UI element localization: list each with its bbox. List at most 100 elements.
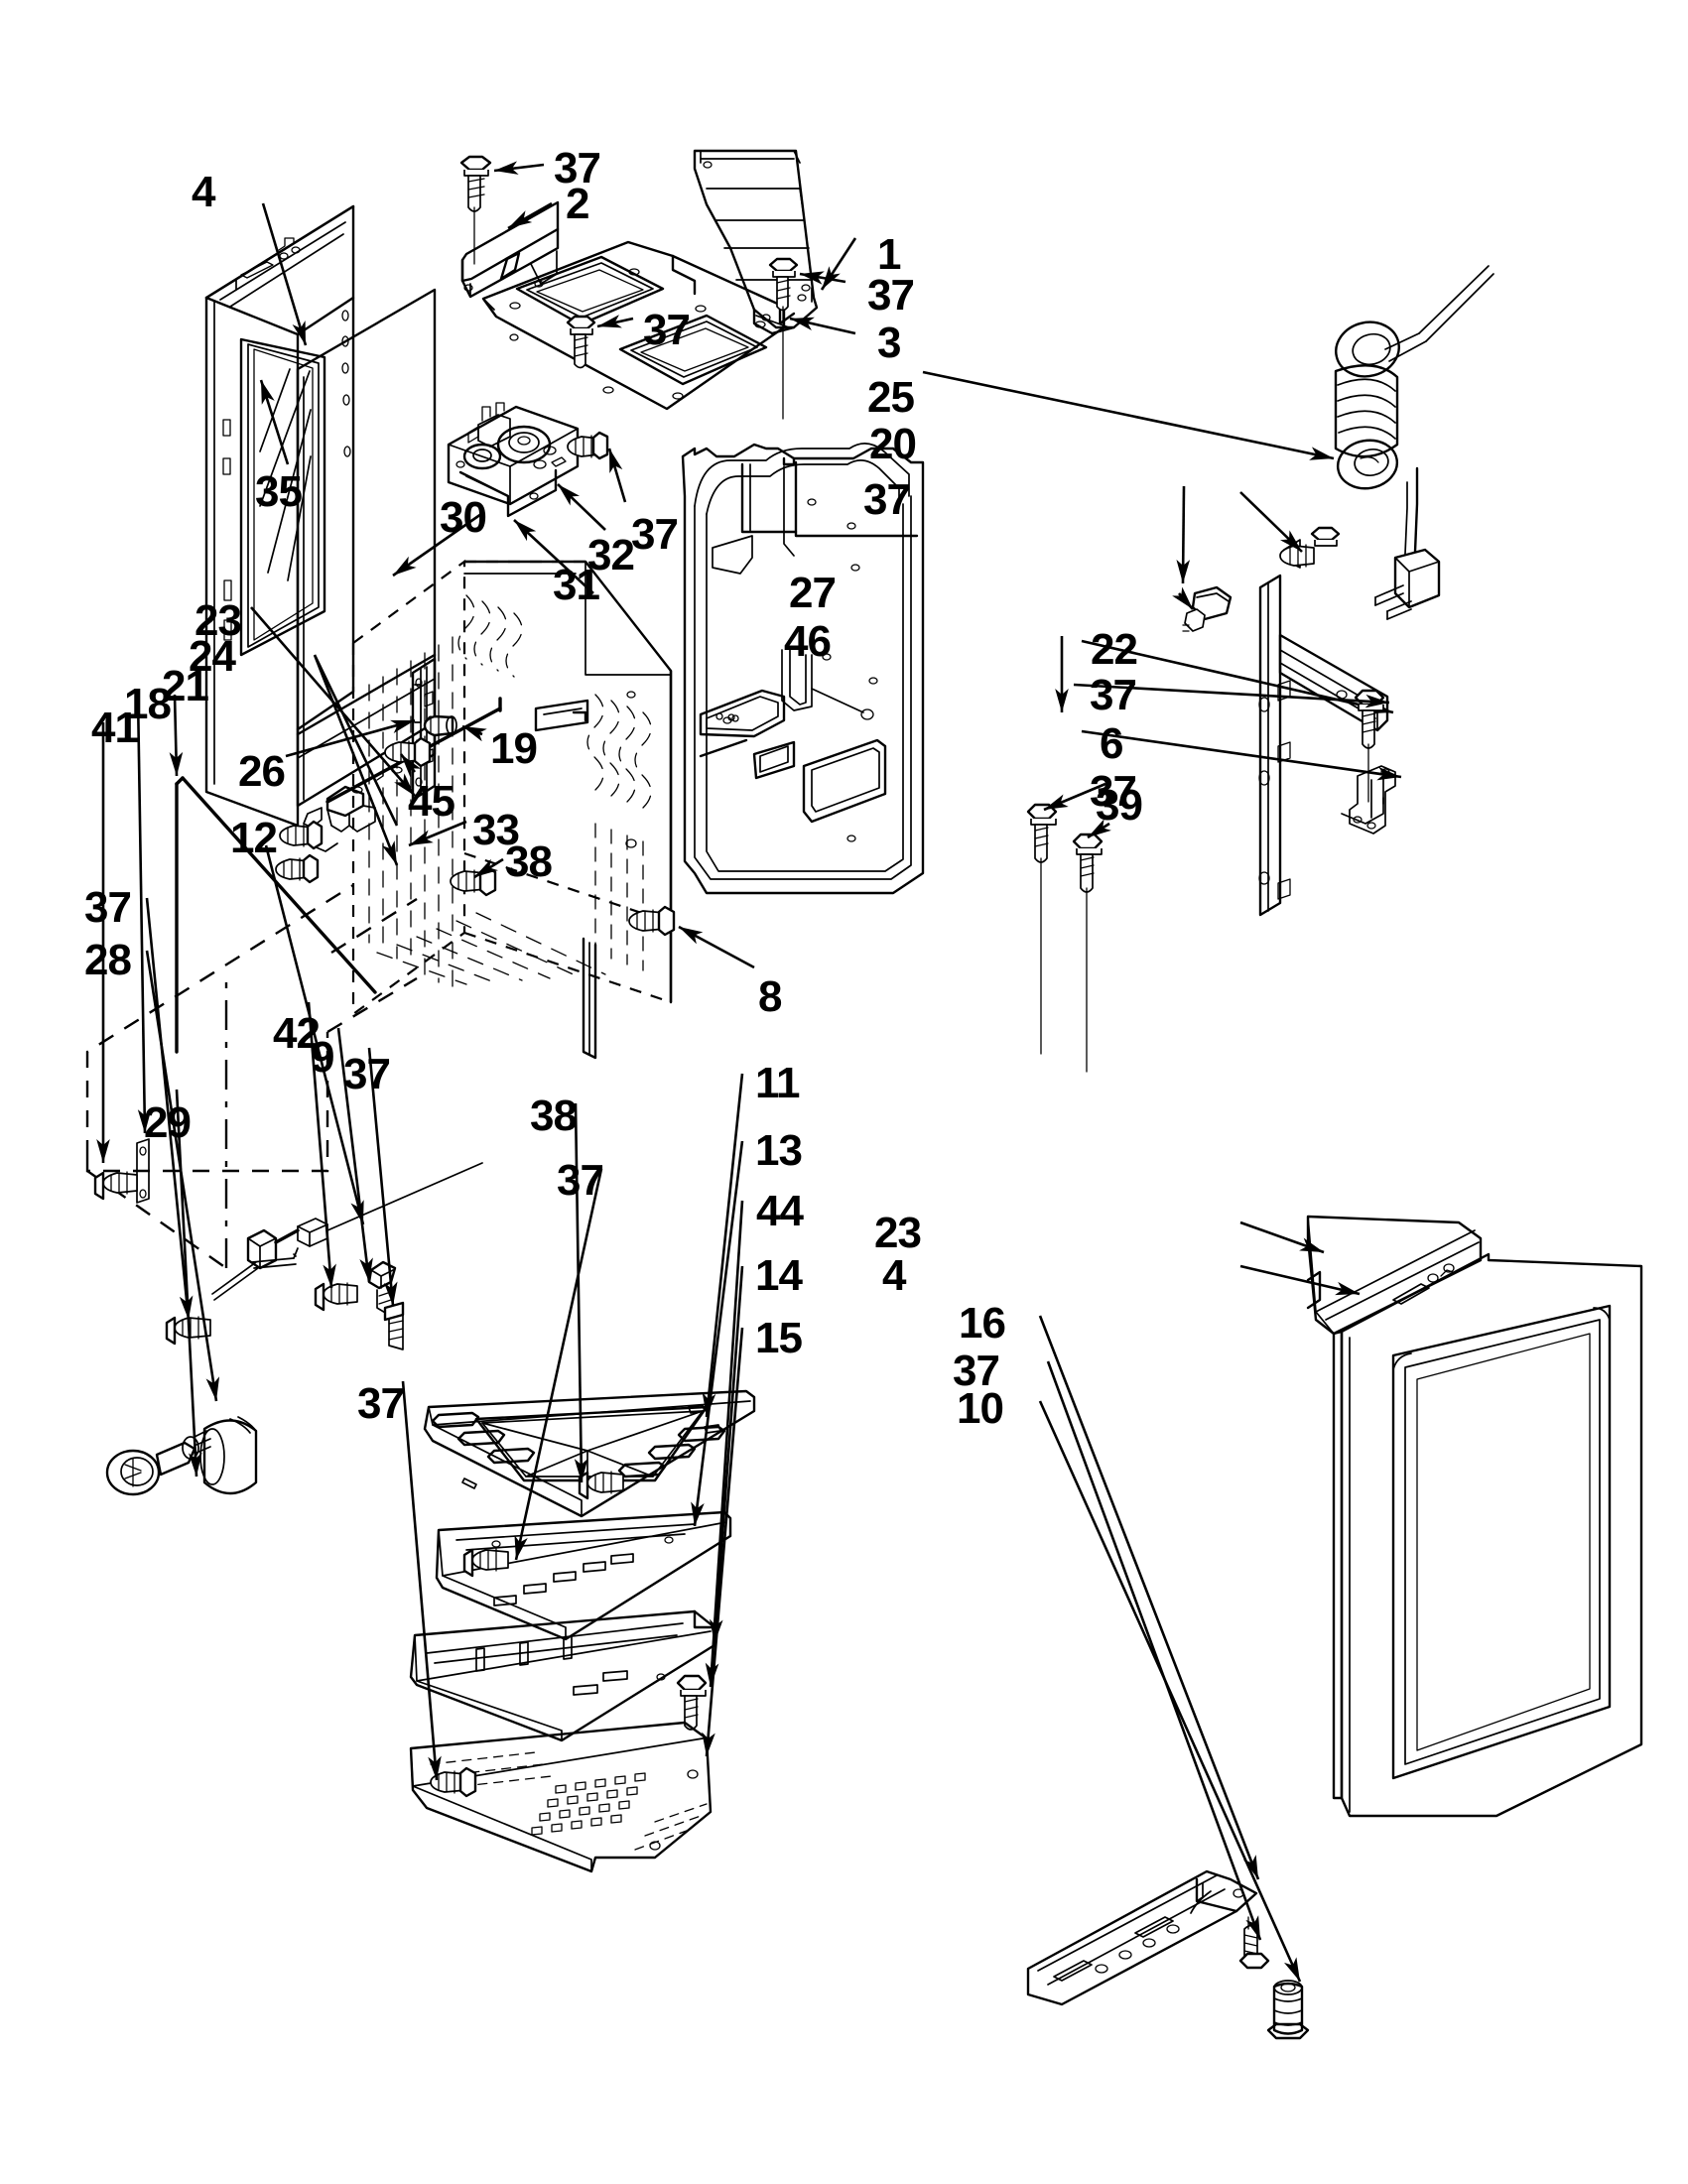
leader-33: [408, 820, 467, 847]
leader-20: [1176, 485, 1191, 584]
chassis-right-upright: [1258, 574, 1291, 917]
callout-ground-strap: 18: [124, 680, 172, 728]
leader-16: [1038, 1315, 1260, 1880]
spacer-bushing-19: [423, 714, 457, 737]
power-cord-25: [1334, 265, 1494, 620]
thermostat-sensor-12: [211, 1162, 483, 1301]
broiler-pan-frame-11: [423, 1389, 756, 1518]
chassis-phantom-outline: [85, 883, 418, 1269]
rear-panel-20: [681, 443, 925, 895]
door-lock-motor-32: [447, 402, 580, 518]
strain-relief-27: [1182, 585, 1233, 632]
callout-screw: 37: [343, 1050, 391, 1098]
leader-1: [820, 237, 857, 291]
callout-base-pan: 15: [755, 1314, 803, 1362]
leader-25: [922, 370, 1335, 460]
bracket-2: [460, 200, 560, 299]
callout-screw: 38: [530, 1092, 578, 1140]
callout-screw: 37: [1090, 767, 1137, 816]
leader-38b: [574, 1102, 588, 1483]
callout-leveling-leg: 29: [144, 1098, 192, 1147]
leader-10: [1038, 1400, 1302, 1983]
callout-screw: 37: [84, 883, 132, 932]
screw-39-lower-right: [1072, 833, 1104, 1073]
callout-screw: 37: [953, 1347, 1000, 1395]
screw-37-top: [459, 155, 492, 265]
leader-19: [461, 724, 487, 742]
callout-thermostat-sensor: 12: [230, 814, 278, 862]
screw-37-hinge: [1354, 689, 1385, 803]
leader-15: [702, 1327, 744, 1757]
leader-37i: [367, 1047, 398, 1307]
callout-anti-tip-bracket: 16: [959, 1299, 1006, 1348]
leader-39: [1087, 819, 1111, 839]
leader-26: [285, 718, 416, 758]
leader-4b: [1239, 1264, 1361, 1296]
callout-bracket: 2: [566, 180, 590, 228]
leader-37e: [607, 448, 627, 503]
leader-2: [507, 201, 553, 230]
screw-24-b: [275, 853, 320, 884]
callout-side-trim-rail: 22: [1091, 625, 1138, 674]
chassis-right-side-panel: [1159, 1064, 1280, 1151]
drawer-bottom-panel-14: [409, 1609, 716, 1742]
callout-door-latch-bracket: 31: [553, 561, 600, 609]
screw-37-base: [430, 1766, 477, 1798]
leader-11: [702, 1073, 744, 1418]
leader-21: [169, 694, 184, 777]
callout-broiler-pan-frame: 11: [755, 1059, 801, 1107]
callout-spacer-bushing: 19: [490, 724, 538, 773]
screw-41: [93, 1171, 138, 1201]
leader-8: [678, 925, 755, 969]
screw-37-cooktop: [566, 315, 596, 369]
callout-oven-cavity-insulation: 33: [472, 806, 520, 854]
screw-37-motor: [567, 431, 609, 460]
callout-door-lock-motor-assembly: 32: [587, 531, 635, 579]
oven-door-assembly-right: [1306, 1215, 1643, 1818]
door-seal-wire-21: [175, 776, 377, 1054]
callout-screw: 37: [867, 271, 915, 320]
leader-37k: [1046, 1360, 1262, 1941]
leader-38: [473, 857, 504, 879]
screw-8: [628, 905, 676, 937]
callout-screw: 45: [408, 777, 455, 826]
leader-37c: [596, 315, 634, 328]
leader-27: [1172, 586, 1194, 610]
screw-38-pan: [578, 1471, 624, 1500]
leader-30: [392, 512, 482, 578]
leader-45: [399, 753, 422, 778]
leader-37h: [145, 897, 194, 1321]
leader-37j: [514, 1168, 603, 1561]
cooktop-maintop-3: [481, 240, 786, 411]
callout-leveling-leg-foot: 10: [957, 1384, 1004, 1433]
callout-oven-door-outer-panel: 4: [882, 1251, 907, 1300]
callout-chassis-outline: 28: [84, 936, 132, 984]
leader-37g: [1043, 782, 1106, 812]
callout-screw: 37: [357, 1379, 405, 1428]
screw-44: [676, 1674, 708, 1731]
leader-3: [789, 317, 856, 335]
callout-screw: 24: [189, 632, 236, 681]
callout-screw: 42: [273, 1009, 321, 1058]
callout-drawer-support-panel: 13: [755, 1126, 803, 1175]
callout-chassis-side-panel: 8: [758, 972, 783, 1021]
leader-37d: [1239, 491, 1303, 553]
callout-oven-door-outer-panel: 4: [192, 168, 216, 216]
leader-6: [1081, 729, 1402, 781]
leader-37b: [799, 271, 846, 285]
callout-door-seal-wire: 21: [162, 662, 209, 710]
callout-leg-stud: 9: [311, 1033, 335, 1082]
callout-drawer-glide: 44: [756, 1187, 804, 1235]
callout-hinge-receiver: 23: [195, 596, 242, 645]
base-pan-15: [409, 1721, 713, 1873]
screw-37-drawer: [462, 1548, 509, 1578]
callout-screw: 37: [1090, 671, 1137, 719]
screw-37-lower-right: [1026, 803, 1058, 1055]
leveling-leg-foot-10: [1266, 1980, 1310, 2040]
callout-hinge-receiver: 23: [874, 1209, 922, 1257]
callout-hinge-bracket: 6: [1100, 719, 1124, 768]
leader-31: [513, 519, 594, 594]
anti-tip-bracket-16: [1026, 1869, 1258, 2006]
callout-drawer-bottom-panel: 14: [755, 1251, 803, 1300]
